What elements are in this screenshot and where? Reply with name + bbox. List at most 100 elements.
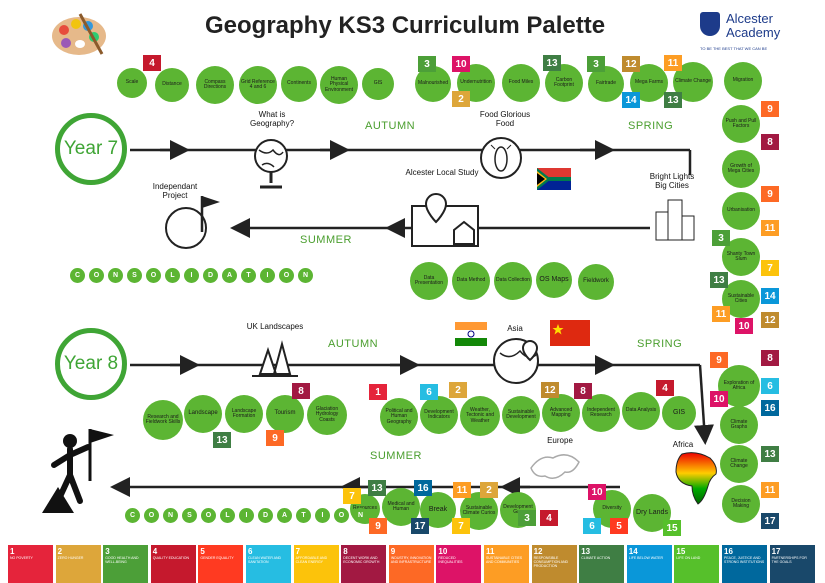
letter: D xyxy=(203,268,218,283)
sdg-marker: 10 xyxy=(735,318,753,334)
topic-title: Africa xyxy=(672,440,694,449)
letter: A xyxy=(277,508,292,523)
sdg-marker: 8 xyxy=(574,383,592,399)
globe-icon xyxy=(490,335,546,390)
sdg-marker: 11 xyxy=(712,306,730,322)
school-name-2: Academy xyxy=(726,25,781,40)
topic-circle: Weather, Tectonic and Weather xyxy=(460,396,500,436)
topic-circle: Tourism xyxy=(266,395,304,433)
letter: O xyxy=(146,268,161,283)
sdg-marker: 13 xyxy=(761,446,779,462)
sdg-marker: 17 xyxy=(761,513,779,529)
sdg-marker: 17 xyxy=(411,518,429,534)
sdg-marker: 12 xyxy=(622,56,640,72)
school-tagline: TO BE THE BEST THAT WE CAN BE xyxy=(700,46,768,51)
topic-title: Independant Project xyxy=(152,182,198,200)
landscape-icon xyxy=(252,334,298,387)
china-flag-icon xyxy=(550,320,590,346)
sdg-marker: 3 xyxy=(587,56,605,72)
sdg-number: 12 xyxy=(533,547,543,556)
topic-circle: Fairtrade xyxy=(588,66,624,102)
letter: S xyxy=(182,508,197,523)
sdg-label: QUALITY EDUCATION xyxy=(152,556,190,560)
letter: O xyxy=(89,268,104,283)
india-flag-icon xyxy=(455,322,487,346)
sdg-label: RESPONSIBLE CONSUMPTION AND PRODUCTION xyxy=(533,556,569,568)
sdg-number: 17 xyxy=(771,547,781,556)
sdg-number: 1 xyxy=(10,547,15,556)
sdg-marker: 8 xyxy=(292,383,310,399)
sdg-label: INDUSTRY, INNOVATION AND INFRASTRUCTURE xyxy=(390,556,432,564)
topic-circle: Migration xyxy=(724,62,762,100)
sdg-marker: 7 xyxy=(452,518,470,534)
map-icon xyxy=(410,192,482,255)
topic-circle: Data Analysis xyxy=(622,392,660,430)
topic-title: Alcester Local Study xyxy=(405,168,479,177)
sdg-marker: 13 xyxy=(664,92,682,108)
sdg-marker: 15 xyxy=(663,520,681,536)
sdg-marker: 12 xyxy=(761,312,779,328)
topic-circle: Climate Graphs xyxy=(720,406,758,444)
sdg-label: AFFORDABLE AND CLEAN ENERGY xyxy=(295,556,328,564)
year7-badge: Year 7 xyxy=(55,113,127,185)
sdg-marker: 2 xyxy=(449,382,467,398)
sdg-marker: 7 xyxy=(761,260,779,276)
letter: T xyxy=(241,268,256,283)
topic-circle: Data Method xyxy=(452,262,490,300)
topic-circle: Decision Making xyxy=(722,485,760,523)
sdg-number: 7 xyxy=(295,547,301,556)
sdg-marker: 3 xyxy=(418,56,436,72)
topic-circle: Scale xyxy=(117,68,147,98)
south-africa-flag-icon xyxy=(537,168,571,190)
sdg-label: CLIMATE ACTION xyxy=(581,556,611,560)
sdg-marker: 2 xyxy=(480,482,498,498)
climber-icon xyxy=(40,425,120,520)
sdg-marker: 9 xyxy=(369,518,387,534)
topic-title: Bright Lights Big Cities xyxy=(649,172,695,190)
letter: I xyxy=(315,508,330,523)
topic-circle: OS Maps xyxy=(536,262,572,298)
sdg-marker: 7 xyxy=(343,488,361,504)
sdg-label: PEACE, JUSTICE AND STRONG INSTITUTIONS xyxy=(724,556,765,564)
sdg-number: 16 xyxy=(724,547,733,556)
sdg-marker: 13 xyxy=(543,55,561,71)
sdg-marker: 6 xyxy=(420,384,438,400)
city-icon xyxy=(652,196,696,247)
topic-circle: Climate Change xyxy=(720,445,758,483)
sdg-label: GENDER EQUALITY xyxy=(200,556,234,560)
topic-circle: GIS xyxy=(362,68,394,100)
letter: N xyxy=(298,268,313,283)
sdg-number: 8 xyxy=(343,547,348,556)
sdg-marker: 3 xyxy=(712,230,730,246)
topic-circle: Continents xyxy=(281,66,317,102)
topic-circle: Push and Pull Factors xyxy=(722,105,760,143)
letter: N xyxy=(108,268,123,283)
season-spring: SPRING xyxy=(637,338,683,350)
sdg-number: 14 xyxy=(628,547,638,556)
topic-circle: Human Physical Environment xyxy=(320,66,358,104)
school-name: Alcester xyxy=(726,11,773,26)
sdg-marker: 1 xyxy=(369,384,387,400)
sdg-marker: 4 xyxy=(540,510,558,526)
sdg-marker: 4 xyxy=(143,55,161,71)
sdg-marker: 10 xyxy=(452,56,470,72)
africa-map-icon xyxy=(672,450,720,511)
sdg-marker: 13 xyxy=(710,272,728,288)
sdg-number: 13 xyxy=(581,547,591,556)
topic-circle: Data Presentation xyxy=(410,262,448,300)
letter: O xyxy=(201,508,216,523)
sdg-number: 6 xyxy=(248,547,253,556)
topic-title: Food Glorious Food xyxy=(479,110,531,128)
